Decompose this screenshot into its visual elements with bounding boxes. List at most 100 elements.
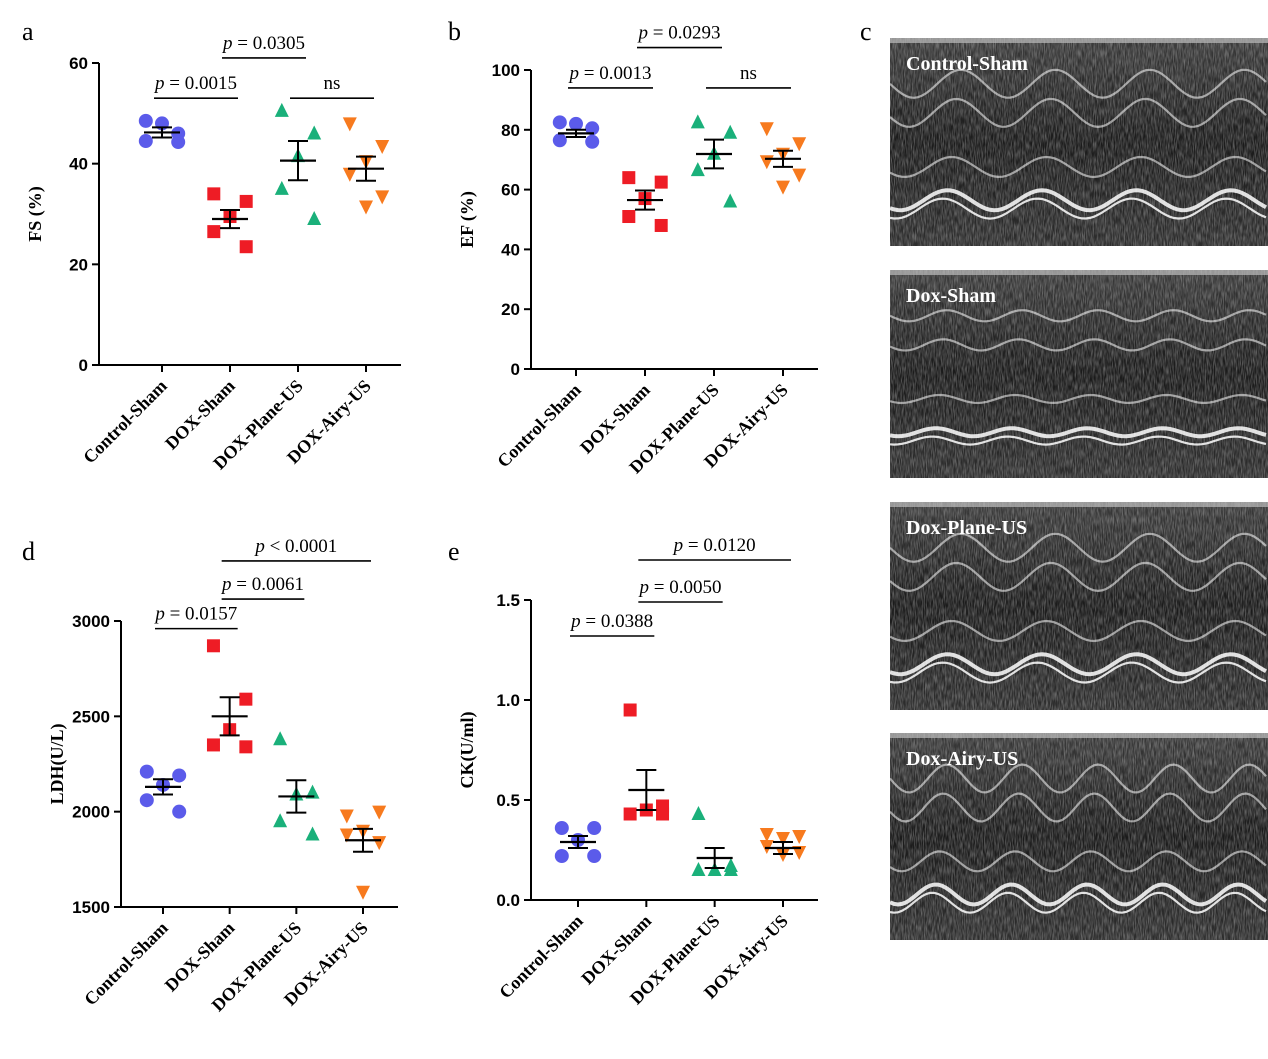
wall-trace (889, 188, 1267, 213)
y-tick-label: 2000 (72, 803, 110, 822)
y-axis-title: LDH(U/L) (47, 723, 68, 804)
echo-label: Dox-Airy-US (906, 748, 1018, 770)
y-axis-title: EF (%) (457, 191, 478, 248)
data-point (759, 122, 774, 137)
data-point (207, 187, 221, 201)
panel-letter: e (448, 537, 460, 566)
data-point (792, 168, 807, 183)
data-point (792, 830, 807, 844)
data-point (375, 140, 390, 155)
wall-trace (889, 661, 1267, 684)
data-point (172, 768, 187, 783)
comparison-label: p = 0.0013 (568, 63, 652, 84)
data-point (239, 194, 253, 208)
wall-trace (889, 393, 1267, 405)
y-tick-label: 1500 (72, 898, 110, 917)
wall-trace (889, 561, 1267, 593)
category-label: Control-Sham (80, 918, 172, 1010)
comparison-label: p = 0.0305 (221, 33, 305, 54)
data-point (622, 171, 636, 185)
y-tick-label: 0 (79, 356, 88, 375)
data-point (654, 175, 668, 189)
data-point (690, 162, 705, 177)
panel-letter: b (448, 17, 461, 46)
echo-label: Dox-Sham (906, 285, 996, 307)
chart-panel-e: e0.00.51.01.5CK(U/ml)Control-ShamDOX-Sha… (448, 535, 818, 1008)
y-tick-label: 20 (501, 300, 520, 319)
echo-top-band (890, 38, 1268, 43)
echo-label: Dox-Plane-US (906, 517, 1027, 539)
data-point (587, 849, 602, 863)
data-point (206, 639, 220, 653)
wall-trace (889, 338, 1267, 352)
wall-trace (889, 763, 1267, 794)
data-point (759, 828, 774, 842)
comparison-label: p = 0.0120 (672, 535, 756, 556)
data-point (792, 846, 807, 860)
data-point (723, 193, 738, 208)
y-axis-title: CK(U/ml) (457, 712, 478, 789)
echo-top-band (890, 733, 1268, 738)
echo-image: Dox-Sham (889, 270, 1268, 478)
data-point (656, 807, 670, 821)
wall-trace (889, 435, 1267, 446)
wall-trace (889, 426, 1267, 439)
echo-image: Dox-Plane-US (889, 502, 1268, 710)
y-tick-label: 0.5 (496, 791, 520, 810)
data-point (723, 862, 738, 876)
category-label: Control-Sham (79, 376, 171, 468)
y-tick-label: 60 (501, 181, 520, 200)
data-point (339, 828, 354, 843)
wall-trace (889, 532, 1267, 563)
y-tick-label: 60 (69, 54, 88, 73)
data-point (239, 240, 253, 254)
data-point (305, 826, 320, 841)
chart-panel-d: d1500200025003000LDH(U/L)Control-ShamDOX… (22, 536, 398, 1015)
data-point (339, 809, 354, 824)
data-point (342, 167, 357, 182)
data-point (723, 124, 738, 139)
data-point (139, 793, 154, 808)
data-point (356, 885, 370, 900)
wall-trace (889, 891, 1267, 914)
data-point (139, 764, 154, 779)
wall-trace (889, 97, 1267, 129)
wall-trace (889, 155, 1267, 179)
data-point (273, 731, 288, 746)
data-point (585, 121, 600, 136)
data-point (274, 102, 289, 117)
wall-trace (889, 309, 1267, 323)
panel-letter: d (22, 537, 35, 566)
comparison-label: p = 0.0388 (569, 611, 653, 632)
data-point (623, 807, 637, 821)
y-tick-label: 20 (69, 255, 88, 274)
echo-image: Dox-Airy-US (889, 733, 1268, 940)
data-point (372, 805, 387, 820)
data-point (654, 218, 668, 232)
data-point (305, 784, 320, 799)
data-point (759, 155, 774, 170)
data-point (792, 137, 807, 152)
echo-top-band (890, 502, 1268, 507)
comparison-label: p = 0.0157 (153, 604, 237, 625)
data-point (273, 813, 288, 828)
y-tick-label: 1.5 (496, 591, 520, 610)
panel-letter: c (860, 17, 872, 46)
wall-trace (889, 850, 1267, 873)
echo-top-band (890, 270, 1268, 275)
wall-trace (889, 882, 1268, 907)
data-point (587, 821, 602, 835)
y-tick-label: 1.0 (496, 691, 520, 710)
data-point (622, 210, 636, 224)
data-point (691, 806, 706, 820)
comparison-label: p = 0.0293 (637, 23, 721, 44)
data-point (239, 740, 253, 754)
data-point (172, 804, 187, 819)
data-point (554, 821, 569, 835)
wall-trace (889, 619, 1267, 643)
data-point (375, 190, 390, 205)
comparison-label: p = 0.0061 (220, 574, 304, 595)
data-point (585, 134, 600, 149)
data-point (138, 113, 153, 128)
